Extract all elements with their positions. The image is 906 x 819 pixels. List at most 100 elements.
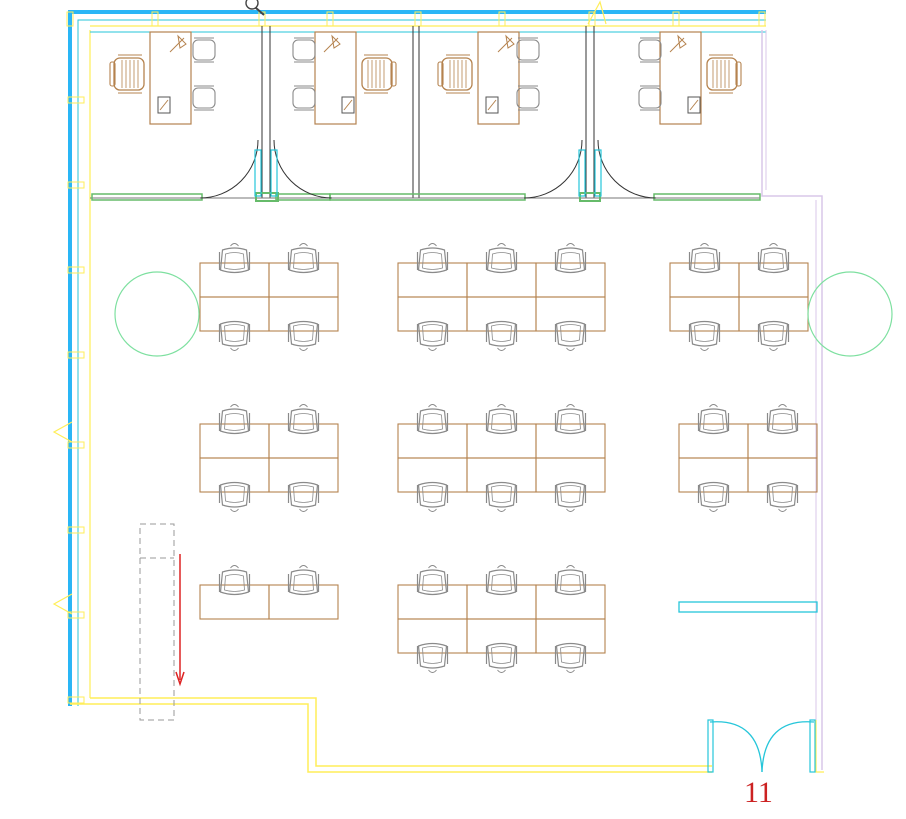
- desk-chair: [554, 481, 587, 512]
- chair-headrest: [566, 347, 575, 351]
- workstation-desk: [199, 423, 270, 459]
- chair-headrest: [497, 669, 506, 673]
- wall-column-top: [498, 11, 506, 27]
- counter-bar: [678, 601, 818, 613]
- chair-seat: [698, 481, 729, 508]
- desk-chair: [766, 404, 799, 435]
- chair-armrest: [709, 54, 733, 94]
- chair-cushion: [491, 413, 512, 431]
- chair-seat: [486, 247, 517, 274]
- desk-phone: [485, 96, 499, 114]
- chair-cushion: [560, 646, 581, 664]
- wall-column-top: [758, 11, 766, 27]
- desk-phone: [687, 96, 701, 114]
- desk-chair: [766, 481, 799, 512]
- chair-headrest: [566, 243, 575, 247]
- chair-headrest: [497, 243, 506, 247]
- chair-seat: [758, 320, 789, 347]
- door-swing-arc: [709, 721, 763, 773]
- desk-chair: [416, 481, 449, 512]
- chair-seat: [288, 408, 319, 435]
- magnifier-handle: [255, 7, 265, 16]
- chair-cushion: [703, 413, 724, 431]
- chair-headrest: [428, 669, 437, 673]
- lamp-shape: [669, 34, 687, 53]
- workstation-desk: [268, 262, 339, 298]
- chair-cushion: [560, 413, 581, 431]
- chair-cushion: [703, 485, 724, 503]
- door-swing-arc: [523, 139, 583, 199]
- desk-lamp: [323, 34, 341, 53]
- chair-seat: [516, 39, 540, 61]
- chair-headrest: [299, 404, 308, 408]
- chair-seat: [555, 408, 586, 435]
- chair-cushion: [491, 485, 512, 503]
- chair-cushion: [293, 485, 314, 503]
- chair-cushion: [422, 413, 443, 431]
- chair-cushion: [491, 646, 512, 664]
- guest-chair: [292, 85, 316, 111]
- guest-chair: [192, 85, 216, 111]
- chair-cushion: [772, 413, 793, 431]
- workstation-desk: [466, 618, 537, 654]
- chair-headrest: [230, 243, 239, 247]
- workstation-desk: [199, 296, 270, 332]
- workstation-desk: [268, 584, 339, 620]
- desk-cluster: [669, 243, 809, 351]
- wall-column-top: [66, 11, 74, 27]
- chair-cushion: [422, 574, 443, 592]
- chair-headrest: [299, 243, 308, 247]
- chair-seat: [219, 569, 250, 596]
- chair-back: [109, 61, 116, 87]
- wall-column-left: [67, 611, 85, 619]
- workstation-desk: [199, 584, 270, 620]
- door-leaf: [270, 149, 278, 197]
- chair-cushion: [422, 485, 443, 503]
- top-break-symbol: [587, 0, 607, 25]
- chair-seat: [288, 569, 319, 596]
- desk-lamp: [169, 34, 187, 53]
- door-jamb: [255, 192, 279, 202]
- desk-chair: [218, 565, 251, 596]
- workstation-desk: [466, 296, 537, 332]
- door-leaf: [707, 719, 714, 773]
- chair-seat: [555, 247, 586, 274]
- desk-chair: [554, 243, 587, 274]
- desk-chair: [757, 320, 790, 351]
- desk-chair: [485, 642, 518, 673]
- open-area-desks: [199, 243, 818, 673]
- right-wall-end: [815, 720, 824, 773]
- chair-seat: [555, 642, 586, 669]
- left-break-symbol: [52, 421, 73, 443]
- chair-headrest: [700, 243, 709, 247]
- chair-headrest: [769, 243, 778, 247]
- chair-seat: [192, 39, 216, 61]
- chair-cushion: [224, 324, 245, 342]
- office-1: [109, 31, 216, 125]
- chair-seat: [486, 320, 517, 347]
- desk-chair: [287, 565, 320, 596]
- guest-chair: [516, 37, 540, 63]
- chair-headrest: [428, 243, 437, 247]
- desk-phone: [341, 96, 355, 114]
- desk-cluster: [397, 565, 606, 673]
- chair-armrest: [194, 37, 214, 63]
- workstation-desk: [397, 262, 468, 298]
- entrance-double-door: [707, 719, 816, 773]
- chair-back: [390, 61, 397, 87]
- left-break-symbol: [52, 593, 73, 615]
- chair-seat: [638, 39, 662, 61]
- chair-armrest: [294, 37, 314, 63]
- outer-wall-inner-line: [77, 19, 766, 706]
- workstation-desk: [199, 457, 270, 493]
- chair-seat: [767, 481, 798, 508]
- bottom-wall-inner: [90, 697, 712, 767]
- chair-seat: [689, 320, 720, 347]
- chair-seat: [288, 481, 319, 508]
- workstation-desk: [535, 262, 606, 298]
- door-swing-arc: [273, 139, 333, 199]
- wall-column-left: [67, 181, 85, 189]
- chair-cushion: [560, 574, 581, 592]
- door-swing-arc: [761, 721, 815, 773]
